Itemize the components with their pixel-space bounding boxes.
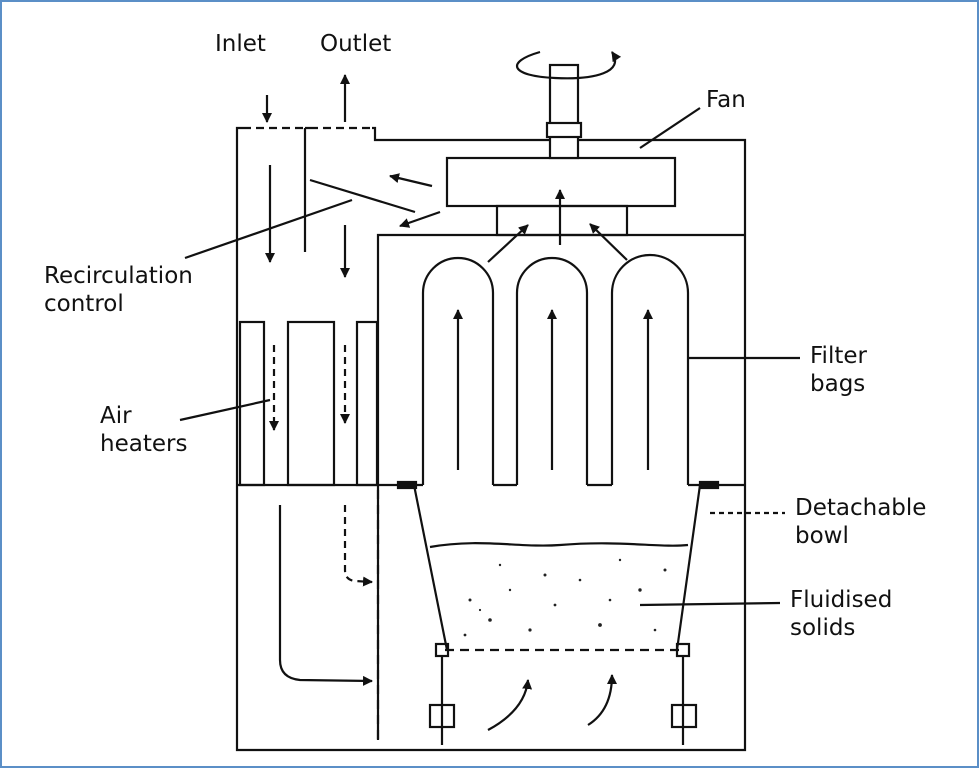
filter-bag-2 xyxy=(515,256,589,485)
clamp-left xyxy=(428,703,456,729)
filter-bag-3 xyxy=(610,253,690,485)
fan-mount xyxy=(495,204,629,237)
recirculation-flap xyxy=(309,178,416,214)
clamp-right xyxy=(670,703,698,729)
air-heater-3 xyxy=(355,320,379,487)
fluidised-solids-label: Fluidised solids xyxy=(790,587,893,641)
fan-shaft xyxy=(548,63,580,160)
air-heaters-label: Air heaters xyxy=(100,403,188,457)
outlet-label: Outlet xyxy=(320,31,392,57)
detachable-bowl-label: Detachable bowl xyxy=(795,495,927,549)
air-heater-2 xyxy=(286,320,336,487)
rotation-arrow xyxy=(516,50,622,80)
casing-outline xyxy=(235,126,747,752)
detachable-bowl xyxy=(412,484,702,651)
fan-label: Fan xyxy=(706,87,746,113)
fluidised-speckle xyxy=(463,558,667,637)
inlet-label: Inlet xyxy=(215,31,266,57)
shaft-coupling xyxy=(545,121,583,139)
filter-bag-1 xyxy=(421,256,495,485)
recirculation-control-label: Recirculation control xyxy=(44,263,193,317)
filter-bags-label: Filter bags xyxy=(810,343,867,397)
inner-chamber xyxy=(376,233,745,740)
fluidised-surface xyxy=(429,542,689,549)
